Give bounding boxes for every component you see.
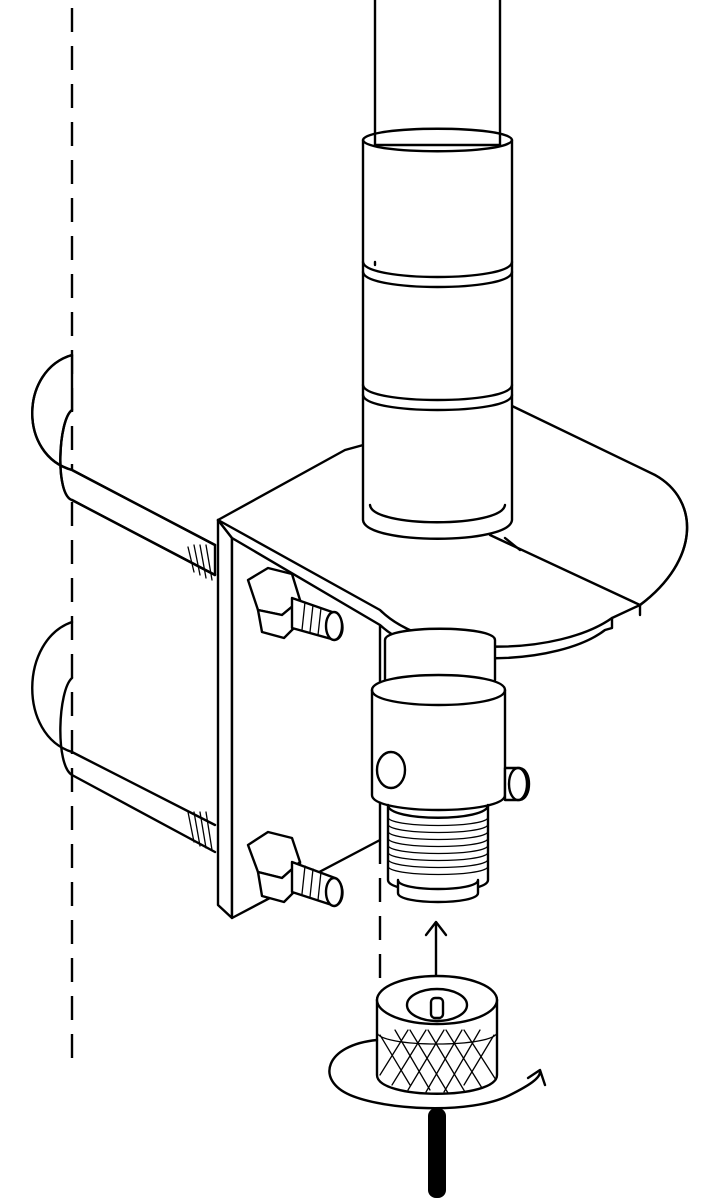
upper-thread [187,544,213,581]
lower-bolt-thread [301,865,322,901]
coax-cable [428,1108,446,1198]
threaded-connector [386,803,490,904]
rotate-arrow [328,1038,547,1110]
upper-bolt-thread [301,601,322,636]
antenna-whip [373,0,502,165]
mast-outline [70,8,382,1070]
knurling [376,1029,498,1094]
upper-nut [246,566,344,642]
lower-thread [187,811,213,851]
lower-u-bolt [31,620,217,854]
antenna-coupling [361,127,514,540]
set-screw [375,750,407,790]
lower-nut [246,830,344,908]
upper-u-bolt [31,353,217,581]
connector-body [370,627,531,812]
cable-connector [375,974,499,1095]
